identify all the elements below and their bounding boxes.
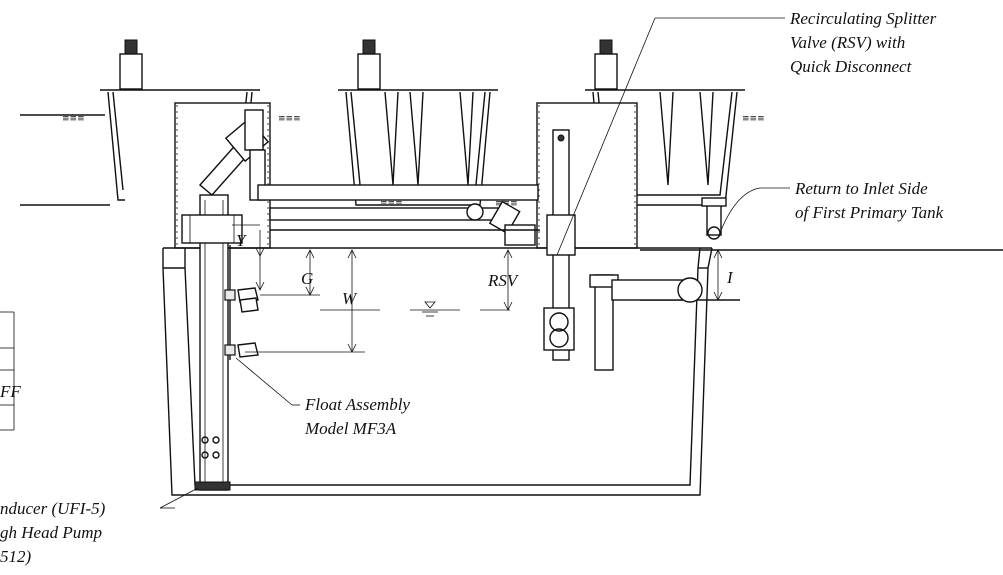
dimension-lines [232, 224, 723, 353]
pump-callout-line-2: gh Head Pump [0, 523, 102, 542]
rsv-callout-line-2: Valve (RSV) with [790, 33, 905, 52]
leader-lines [159, 17, 790, 509]
svg-text:≡≡≡: ≡≡≡ [62, 114, 85, 124]
rsv-callout-line-1: Recirculating Splitter [789, 9, 937, 28]
dim-label-y: Y [236, 231, 247, 250]
pump-callout: nducer (UFI-5) gh Head Pump 512) [0, 499, 106, 566]
pump-column [181, 194, 259, 491]
return-pipe [701, 197, 727, 240]
dim-label-rsv: RSV [487, 271, 520, 290]
rsv-callout: Recirculating Splitter Valve (RSV) with … [789, 9, 937, 76]
water-level [320, 301, 510, 317]
rsv-assembly [543, 129, 703, 371]
return-callout-line-2: of First Primary Tank [795, 203, 944, 222]
dim-label-w: W [342, 289, 358, 308]
pump-callout-line-1: nducer (UFI-5) [0, 499, 106, 518]
table-cell-ff: FF [0, 382, 21, 401]
float-callout-line-1: Float Assembly [304, 395, 410, 414]
partial-table: FF [0, 311, 21, 431]
svg-text:≡≡≡: ≡≡≡ [278, 114, 301, 124]
pump-callout-line-3: 512) [0, 547, 32, 566]
float-callout-line-2: Model MF3A [304, 419, 397, 438]
rsv-callout-line-3: Quick Disconnect [790, 57, 913, 76]
return-callout-line-1: Return to Inlet Side [794, 179, 928, 198]
main-tank [162, 247, 713, 496]
dim-label-i: I [726, 268, 734, 287]
discharge-assembly [198, 109, 540, 246]
return-callout: Return to Inlet Side of First Primary Ta… [794, 179, 944, 222]
dim-label-g: G [301, 269, 313, 288]
svg-text:≡≡≡: ≡≡≡ [742, 114, 765, 124]
risers [100, 39, 745, 206]
svg-text:≡≡≡: ≡≡≡ [380, 199, 403, 209]
float-callout: Float Assembly Model MF3A [304, 395, 410, 438]
